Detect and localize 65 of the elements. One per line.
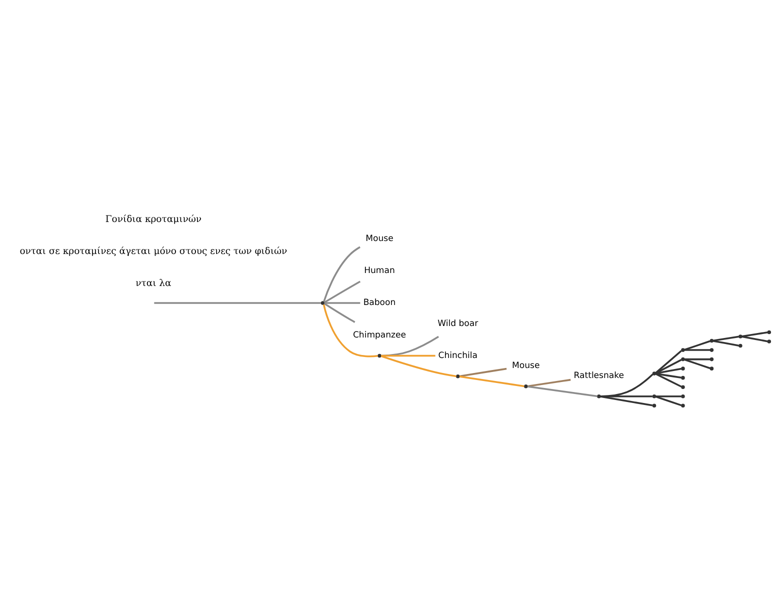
connector [656, 395, 682, 406]
node-point [320, 300, 325, 304]
connector [459, 367, 507, 377]
connector [324, 302, 360, 304]
connector [655, 350, 682, 373]
node-text: Baboon [363, 298, 396, 308]
connector [655, 358, 682, 374]
connector [154, 302, 321, 304]
node-point [681, 394, 685, 398]
connector [713, 340, 739, 346]
node-point [597, 394, 601, 398]
label: ονται σε κροταμίνες άγεται μόνο στους ενες των φιδιών [20, 246, 288, 257]
connector [381, 354, 436, 356]
connector [459, 375, 524, 387]
connector [684, 348, 710, 350]
node-point [652, 394, 656, 398]
connector [322, 304, 378, 357]
node-point [681, 356, 685, 361]
connector [742, 331, 768, 337]
node-point [652, 371, 656, 375]
connector [528, 385, 598, 397]
node-text: Human [364, 266, 395, 276]
node-point [456, 374, 460, 378]
connector [684, 358, 710, 360]
connector [380, 354, 456, 377]
node-text: Chinchila [438, 350, 478, 360]
node-point [378, 353, 382, 358]
connector [656, 394, 682, 397]
node-point [767, 339, 772, 343]
connector [684, 358, 710, 369]
node-point [524, 384, 528, 388]
node-point [681, 384, 685, 388]
node-text: Chimpanzee [352, 330, 406, 340]
node-point [681, 403, 685, 407]
label: Γονίδια κροταμινών [105, 214, 202, 225]
connector [655, 372, 682, 387]
connector [600, 395, 653, 406]
node-point [652, 403, 656, 407]
label: νται λα [136, 278, 172, 289]
connector [324, 302, 356, 322]
connector [684, 340, 710, 350]
node-point [738, 334, 742, 338]
connector [528, 378, 571, 387]
connector [656, 372, 682, 378]
node-point [738, 343, 742, 348]
node-point [710, 348, 714, 352]
node-text: Mouse [366, 234, 394, 244]
node-point [710, 366, 714, 370]
connector [742, 335, 768, 342]
node-text: Rattlesnake [574, 370, 624, 380]
connector [600, 373, 654, 397]
node-point [710, 356, 714, 361]
connector [323, 246, 360, 302]
node-text: Mouse [512, 360, 540, 370]
node-text: Wild boar [438, 318, 478, 328]
node-point [710, 338, 714, 342]
node-point [681, 375, 685, 380]
connector [713, 335, 739, 342]
node-point [767, 330, 772, 334]
connector [381, 335, 439, 356]
connector [600, 394, 652, 397]
connector [324, 280, 361, 303]
node-point [681, 348, 685, 352]
node-point [681, 366, 685, 370]
connector [656, 367, 682, 374]
